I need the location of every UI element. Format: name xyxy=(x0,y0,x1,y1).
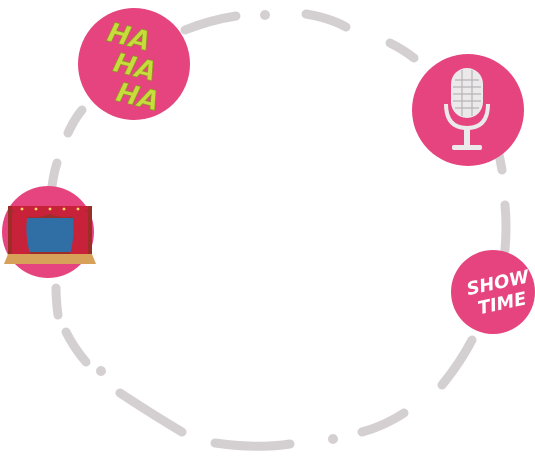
showtime-badge-circle xyxy=(451,250,535,334)
theater-stage-icon xyxy=(4,206,96,264)
microphone-icon xyxy=(444,68,490,150)
haha-badge: HA HA HA xyxy=(78,8,190,120)
microphone-badge xyxy=(412,54,524,166)
dashed-ring xyxy=(47,9,511,451)
theater-stage-badge xyxy=(2,186,96,278)
showtime-badge: SHOW TIME xyxy=(451,250,535,334)
ring-dots xyxy=(96,10,338,444)
haha-badge-circle xyxy=(78,8,190,120)
